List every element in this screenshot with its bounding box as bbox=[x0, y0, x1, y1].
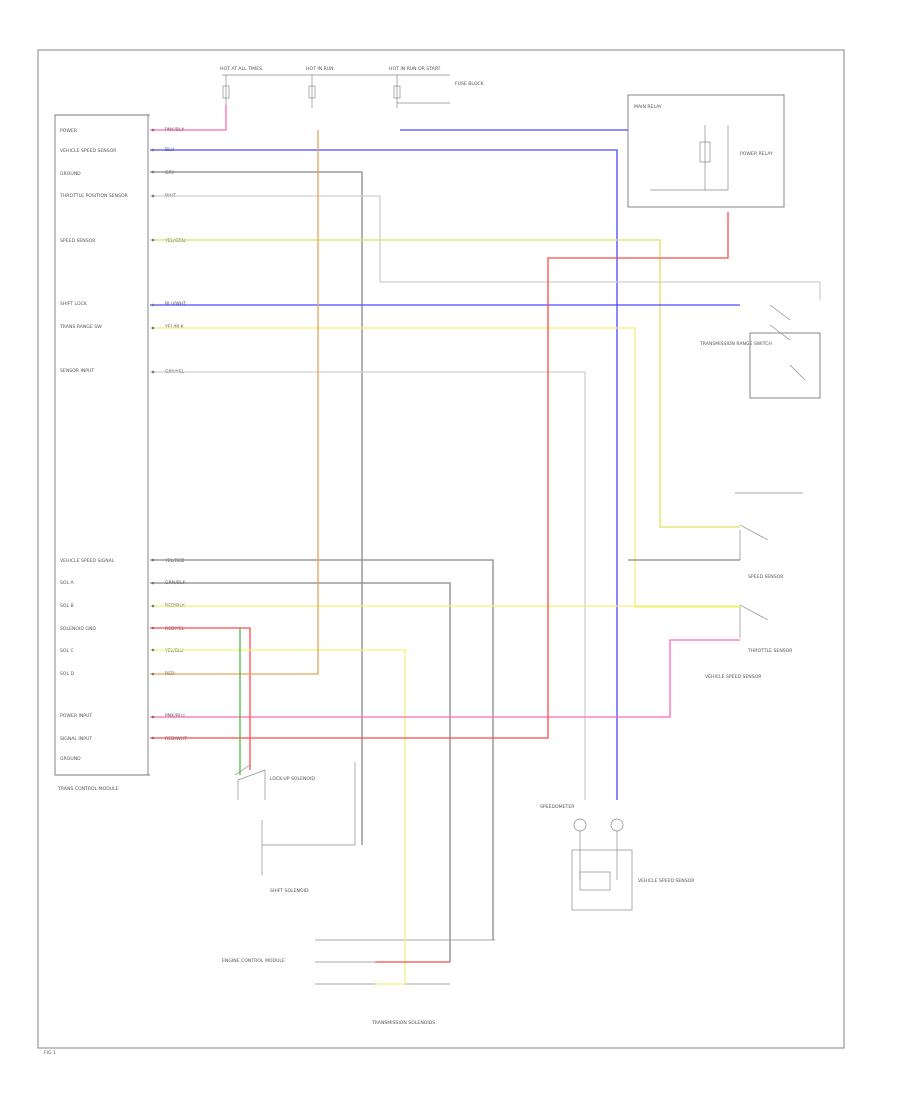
pin-label: THROTTLE POSITION SENSOR bbox=[59, 193, 129, 199]
pin-label: SOL C bbox=[60, 648, 74, 654]
pin-label: VEHICLE SPEED SIGNAL bbox=[60, 558, 115, 564]
pin-dot bbox=[151, 303, 155, 307]
pin-dot bbox=[151, 170, 155, 174]
vss-assembly bbox=[571, 818, 633, 911]
wire-yellowgreen bbox=[150, 239, 740, 528]
pin-dot bbox=[151, 128, 155, 132]
lockup-solenoid-label: LOCK-UP SOLENOID bbox=[270, 776, 315, 782]
top-fuse-b-label: HOT IN RUN bbox=[306, 66, 334, 72]
wire-pink bbox=[150, 105, 227, 131]
pin-dot bbox=[151, 604, 155, 608]
wire-label: GRY bbox=[165, 170, 174, 176]
pin-label: POWER bbox=[60, 128, 78, 134]
pin-dot bbox=[151, 558, 155, 562]
wire-label: RED/WHT bbox=[165, 736, 187, 742]
pin-dot bbox=[151, 326, 155, 330]
shift-solenoid bbox=[261, 762, 356, 875]
relay-box-label: MAIN RELAY bbox=[634, 104, 662, 110]
wire-pink bbox=[150, 639, 740, 718]
pin-label: POWER INPUT bbox=[60, 713, 92, 719]
wire-label: YEL/GRN bbox=[164, 238, 185, 244]
pin-label: VEHICLE SPEED SENSOR bbox=[60, 148, 117, 154]
pin-label: SOL A bbox=[60, 580, 75, 586]
throttle-sensor-label: THROTTLE SENSOR bbox=[747, 648, 793, 654]
pin-label: SIGNAL INPUT bbox=[60, 736, 92, 742]
trans-range-switch-label: TRANSMISSION RANGE SWITCH bbox=[699, 341, 772, 347]
top-fuse-a-label: HOT AT ALL TIMES bbox=[220, 66, 262, 72]
wire-label: YEL/BLK bbox=[164, 324, 185, 330]
pin-dot bbox=[151, 626, 155, 630]
throttle-sensor-switch bbox=[739, 604, 769, 638]
pin-dot bbox=[151, 238, 155, 242]
shift-solenoid-label: SHIFT SOLENOID bbox=[270, 888, 309, 894]
wire-label: RED/YEL bbox=[165, 626, 185, 632]
switch-contacts bbox=[769, 304, 806, 381]
pin-label: SOL D bbox=[60, 671, 75, 677]
wire-red bbox=[150, 627, 251, 770]
relay-coil bbox=[650, 125, 729, 191]
speed-sensor-label: SPEED SENSOR bbox=[748, 574, 784, 580]
wire-orange bbox=[150, 130, 319, 675]
wire-lightgray bbox=[150, 195, 821, 300]
relay-label: POWER RELAY bbox=[740, 151, 773, 157]
corner-label: FIG 1 bbox=[44, 1050, 56, 1056]
pin-dot bbox=[151, 736, 155, 740]
wire-blue bbox=[150, 149, 618, 800]
wire-gray bbox=[150, 559, 494, 940]
bottom-right-label: VEHICLE SPEED SENSOR bbox=[638, 878, 695, 884]
wire-red bbox=[150, 212, 729, 739]
pin-label: TRANS RANGE SW bbox=[59, 324, 102, 330]
pin-dot bbox=[151, 581, 155, 585]
speed-sensor-switch bbox=[739, 524, 769, 560]
pin-dot bbox=[151, 194, 155, 198]
lockup-solenoid bbox=[234, 764, 266, 800]
wire-label: YEL/RED bbox=[164, 558, 185, 564]
pin-label: SHIFT LOCK bbox=[60, 301, 88, 307]
pin-label: SENSOR INPUT bbox=[60, 368, 94, 374]
tcm-box-outline bbox=[54, 114, 150, 776]
wire-yellow bbox=[150, 327, 740, 608]
fuse-c bbox=[393, 75, 401, 108]
wire-gray bbox=[150, 171, 363, 845]
pin-dot bbox=[151, 715, 155, 719]
wire-lightgray bbox=[150, 371, 586, 800]
wire-label: YEL/BLU bbox=[164, 648, 184, 654]
bottom-center-label: TRANSMISSION SOLENOIDS bbox=[371, 1020, 435, 1026]
wire-label: PNK/BLU bbox=[165, 713, 185, 719]
wires-layer bbox=[150, 105, 821, 985]
wire-gray bbox=[150, 582, 451, 962]
relay-box bbox=[627, 94, 785, 208]
bottom-left-label: ENGINE CONTROL MODULE bbox=[222, 958, 285, 964]
tcm-title-label: TRANS CONTROL MODULE bbox=[57, 786, 119, 792]
speedometer-label: SPEEDOMETER bbox=[540, 804, 575, 810]
trans-range-switch-box bbox=[749, 332, 821, 399]
vehicle-speed-sensor-label: VEHICLE SPEED SENSOR bbox=[705, 674, 762, 680]
top-fuse-c-label: HOT IN RUN OR START bbox=[389, 66, 441, 72]
pin-label: SPEED SENSOR bbox=[60, 238, 96, 244]
pin-dot bbox=[151, 672, 155, 676]
fuse-b bbox=[308, 75, 316, 108]
wire-yellow bbox=[150, 649, 406, 984]
pin-label: GROUND bbox=[60, 756, 81, 762]
fuse-a bbox=[222, 75, 230, 108]
wire-label: BLU/WHT bbox=[165, 301, 186, 307]
pin-label: SOL B bbox=[60, 603, 74, 609]
pin-dot bbox=[151, 648, 155, 652]
fuse-block-note: FUSE BLOCK bbox=[455, 81, 485, 87]
pin-label: GROUND bbox=[60, 171, 81, 177]
pin-label: SOLENOID GND bbox=[60, 626, 96, 632]
tcm-pin-labels: POWER VEHICLE SPEED SENSOR GROUND THROTT… bbox=[59, 128, 129, 762]
outer-frame bbox=[37, 49, 845, 1049]
pin-dot bbox=[151, 148, 155, 152]
pin-dot bbox=[151, 370, 155, 374]
